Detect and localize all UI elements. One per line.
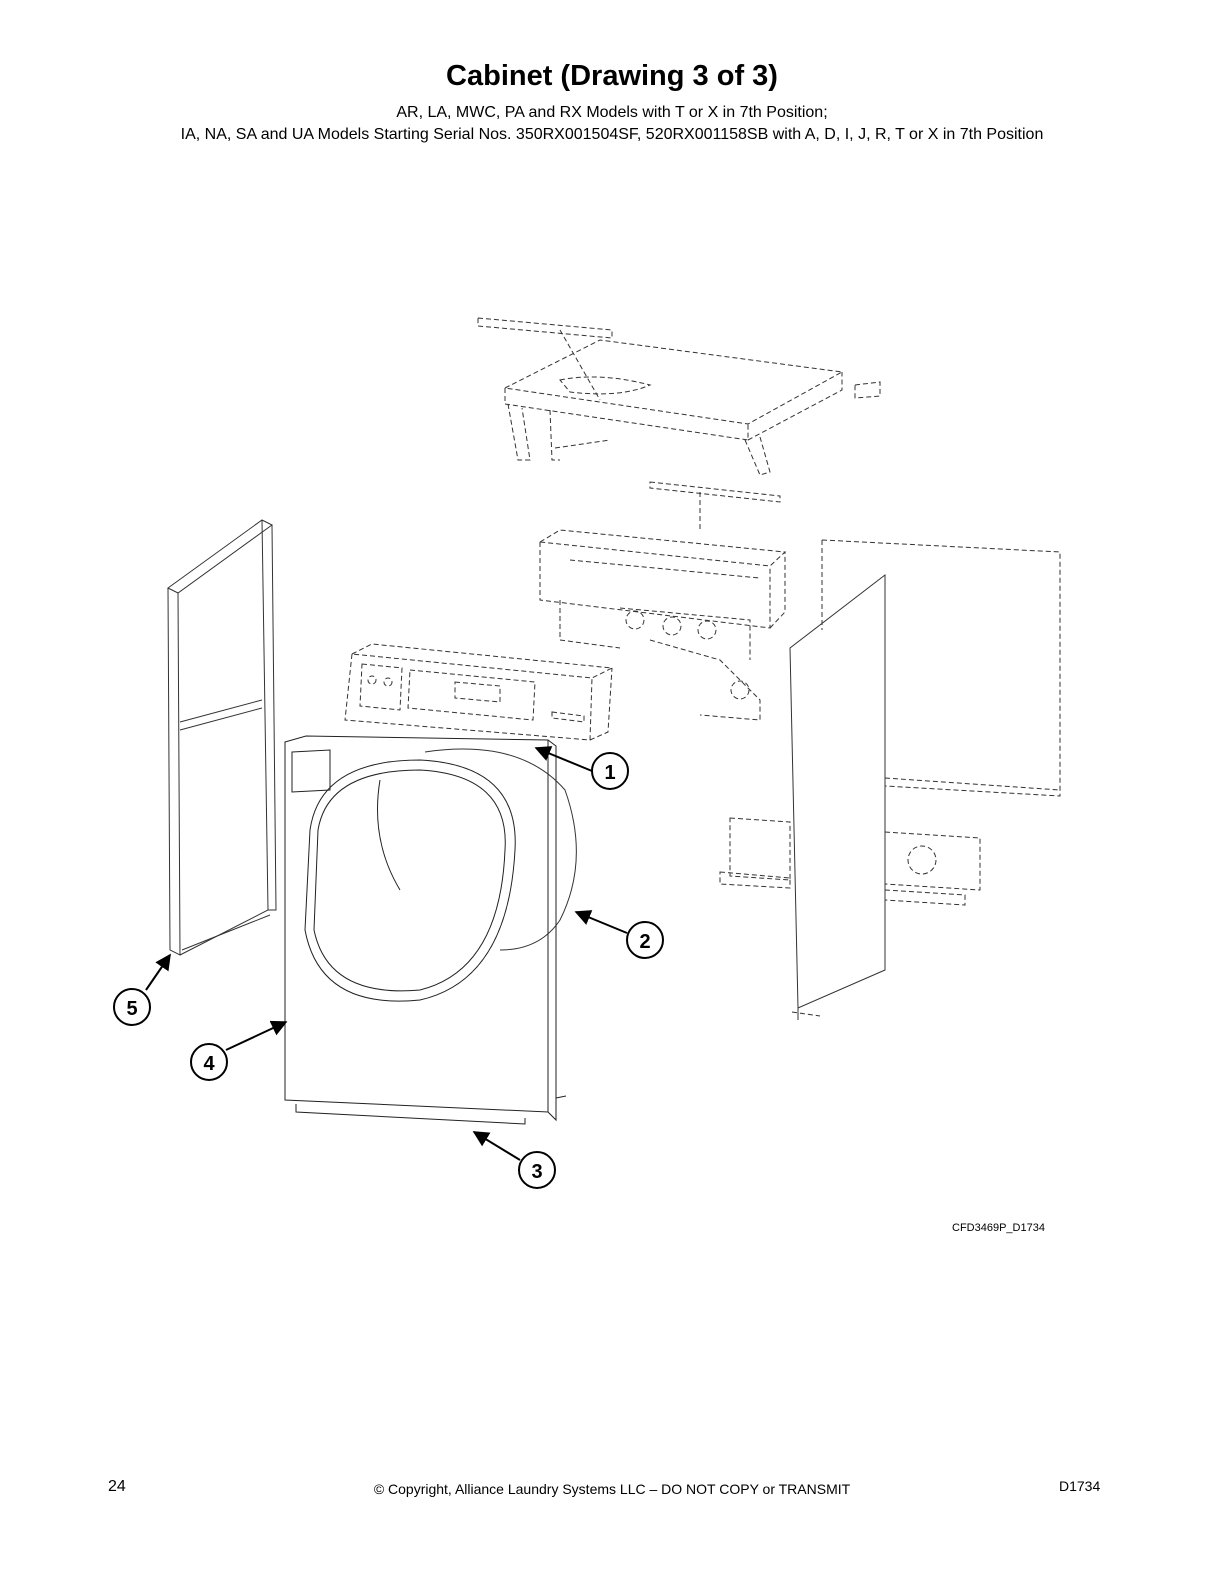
front-panel xyxy=(284,735,567,1125)
svg-text:3: 3 xyxy=(531,1161,542,1183)
subtitle-line-1: AR, LA, MWC, PA and RX Models with T or … xyxy=(396,104,828,121)
page-number: 24 xyxy=(108,1478,126,1495)
door-frame xyxy=(167,519,277,956)
svg-text:5: 5 xyxy=(126,998,137,1020)
svg-text:4: 4 xyxy=(203,1053,215,1075)
door-gasket-ring xyxy=(424,748,577,951)
svg-text:2: 2 xyxy=(639,931,650,953)
document-id: D1734 xyxy=(1059,1478,1101,1494)
page-title: Cabinet (Drawing 3 of 3) xyxy=(446,60,778,92)
control-support xyxy=(538,481,787,721)
callout-3: 3 xyxy=(518,1151,556,1189)
right-side-panel xyxy=(719,539,1061,1017)
subtitle-line-2: IA, NA, SA and UA Models Starting Serial… xyxy=(180,126,1044,143)
drawing-code: CFD3469P_D1734 xyxy=(952,1222,1045,1234)
callout-1: 1 xyxy=(591,752,629,790)
copyright-notice: © Copyright, Alliance Laundry Systems LL… xyxy=(373,1481,851,1497)
callout-4: 4 xyxy=(190,1043,228,1081)
control-console xyxy=(344,643,614,741)
side-panel xyxy=(789,573,886,1020)
top-panel xyxy=(477,317,881,476)
callout-2: 2 xyxy=(626,921,664,959)
svg-text:1: 1 xyxy=(604,762,615,784)
callout-5: 5 xyxy=(113,988,151,1026)
